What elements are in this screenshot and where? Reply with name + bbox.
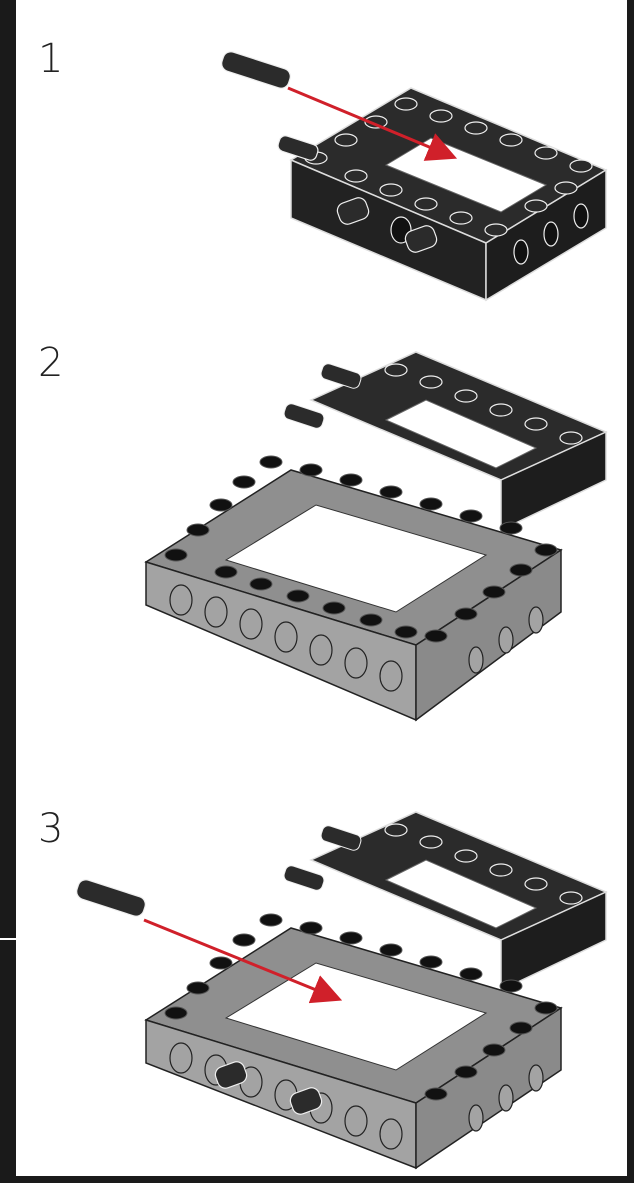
instruction-illustrations: [16, 0, 630, 1179]
instruction-panel: 1 2 3: [16, 0, 630, 1179]
step-3-illustration: [75, 812, 606, 1168]
step-2-illustration: [146, 352, 606, 720]
step-1-illustration: [220, 50, 606, 300]
edge-tick-mark: [0, 938, 16, 940]
